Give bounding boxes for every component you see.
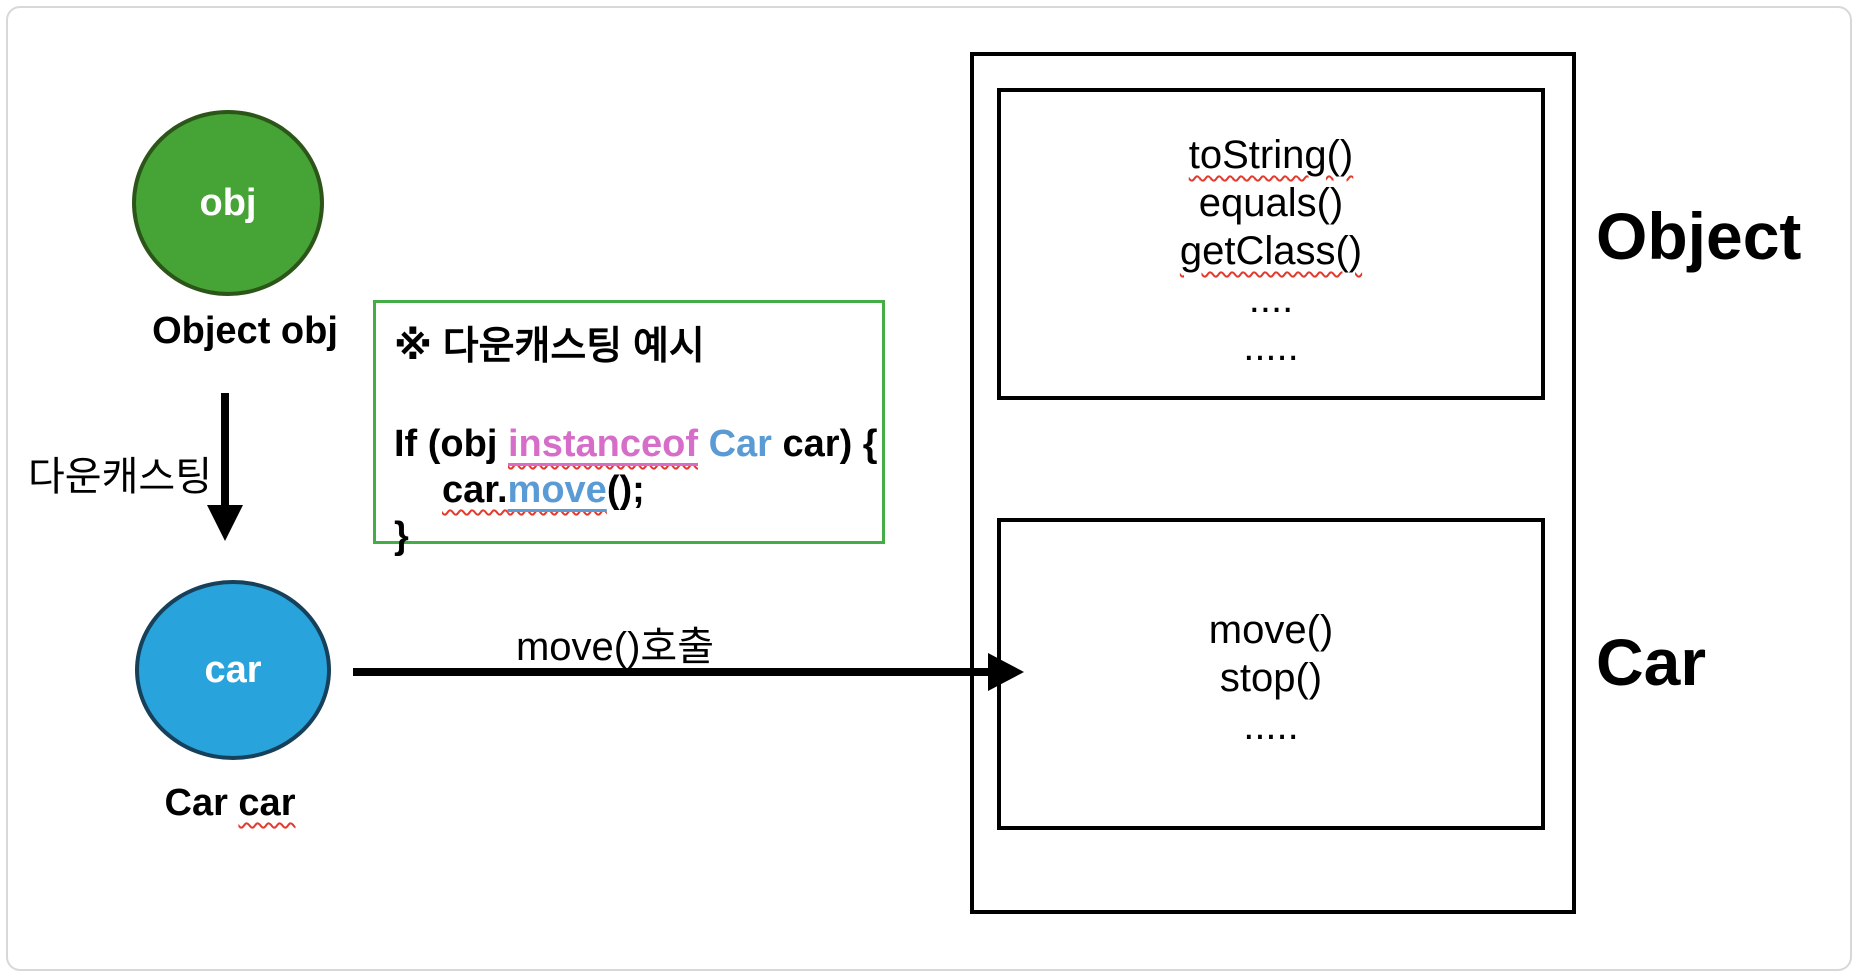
car-caption-var: car bbox=[238, 782, 296, 824]
downcasting-example-box: ※ 다운캐스팅 예시 If (obj instanceof Car car) {… bbox=[373, 300, 885, 557]
object-methods-box: toString() equals() getClass() .... ....… bbox=[997, 88, 1545, 400]
car-circle-label: car bbox=[204, 648, 262, 691]
down-arrow-head-icon bbox=[207, 505, 243, 541]
method-item: equals() bbox=[1198, 181, 1344, 225]
move-call-label: move()호출 bbox=[515, 625, 715, 669]
code-call-suffix: (); bbox=[606, 469, 645, 511]
method-item: stop() bbox=[1219, 656, 1323, 700]
move-call-arrow-head-icon bbox=[988, 653, 1024, 691]
method-item: toString() bbox=[1188, 133, 1354, 177]
code-call-object: car. bbox=[442, 469, 508, 511]
down-arrow-line bbox=[221, 393, 229, 507]
obj-caption: Object obj bbox=[152, 310, 338, 352]
method-item: .... bbox=[1248, 277, 1294, 321]
obj-circle: obj bbox=[132, 110, 324, 296]
code-if-prefix: If (obj bbox=[394, 423, 508, 465]
code-car-type: Car bbox=[708, 423, 772, 465]
car-circle: car bbox=[135, 580, 331, 760]
downcast-arrow-label: 다운캐스팅 bbox=[28, 455, 212, 499]
code-instanceof-keyword: instanceof bbox=[507, 423, 699, 465]
page-border bbox=[6, 6, 1852, 971]
code-space bbox=[698, 423, 709, 465]
code-if-suffix: car) { bbox=[771, 423, 878, 465]
car-caption-type: Car bbox=[164, 782, 239, 824]
obj-circle-label: obj bbox=[199, 181, 257, 224]
method-item: move() bbox=[1208, 608, 1334, 652]
method-item: ..... bbox=[1243, 325, 1299, 369]
method-item: ..... bbox=[1243, 704, 1299, 748]
code-line-call: car.move(); bbox=[394, 467, 882, 513]
car-methods-box: move() stop() ..... bbox=[997, 518, 1545, 830]
object-class-label: Object bbox=[1596, 199, 1802, 273]
move-call-arrow-line bbox=[353, 668, 991, 676]
code-box-title: ※ 다운캐스팅 예시 bbox=[394, 325, 705, 368]
car-class-label: Car bbox=[1596, 625, 1707, 699]
code-line-closing-brace: } bbox=[394, 515, 409, 557]
code-call-wavy-wrap: car.move bbox=[442, 469, 607, 511]
code-move-method: move bbox=[507, 469, 607, 511]
code-line-if: If (obj instanceof Car car) { bbox=[394, 421, 882, 467]
car-caption: Car car bbox=[110, 782, 350, 825]
method-item: getClass() bbox=[1179, 229, 1363, 273]
